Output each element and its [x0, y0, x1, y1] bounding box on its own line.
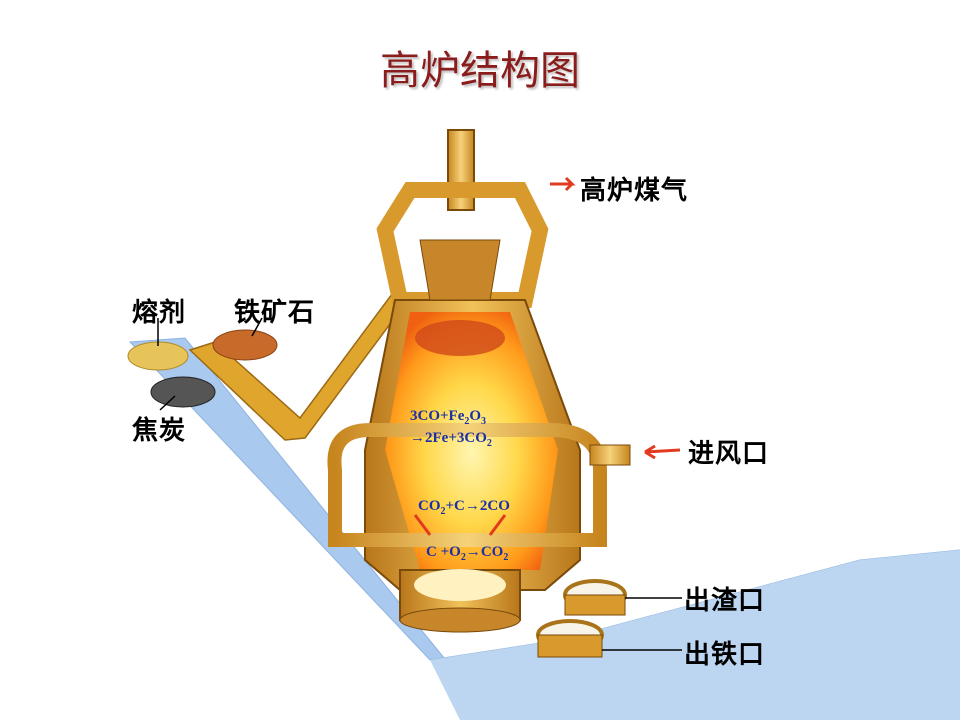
label-slag: 出渣口: [684, 586, 766, 616]
reaction-reduction-line2: →2Fe+3CO2: [410, 430, 492, 449]
reaction-combustion: C +O2→CO2: [426, 544, 509, 563]
flux-pile: [127, 341, 189, 371]
tuyere-ring: [327, 423, 607, 547]
flow-arrow-left: [413, 514, 432, 536]
label-flux: 熔剂: [132, 298, 187, 328]
iron-ladle-body: [537, 634, 603, 658]
label-iron: 出铁口: [684, 640, 766, 670]
tuyere-arrow: [644, 444, 681, 460]
ore-pile: [212, 329, 278, 361]
label-gas: 高炉煤气: [580, 176, 689, 206]
slag-ladle-body: [564, 594, 626, 616]
page-title: 高炉结构图: [380, 48, 580, 94]
ore-leader: [251, 317, 263, 337]
tuyere-inlet: [589, 444, 631, 466]
molten-zone: [414, 569, 506, 601]
reaction-reduction: 3CO+Fe2O3 →2Fe+3CO2: [410, 408, 492, 452]
hearth-base: [399, 607, 521, 633]
label-tuyere: 进风口: [688, 439, 770, 469]
ore-layer: [415, 320, 505, 356]
conveyor-floor: [430, 550, 960, 720]
label-coke: 焦炭: [132, 416, 187, 446]
bell-top: [419, 239, 501, 301]
label-ore: 铁矿石: [234, 298, 316, 328]
reaction-co-formation: CO2+C→2CO: [418, 498, 510, 517]
furnace-interior: [385, 312, 558, 570]
reaction-reduction-line1: 3CO+Fe2O3: [410, 408, 487, 427]
flow-arrow-right: [488, 514, 507, 536]
coke-leader: [159, 395, 176, 411]
coke-pile: [150, 376, 216, 408]
gas-arrow: [550, 176, 576, 192]
